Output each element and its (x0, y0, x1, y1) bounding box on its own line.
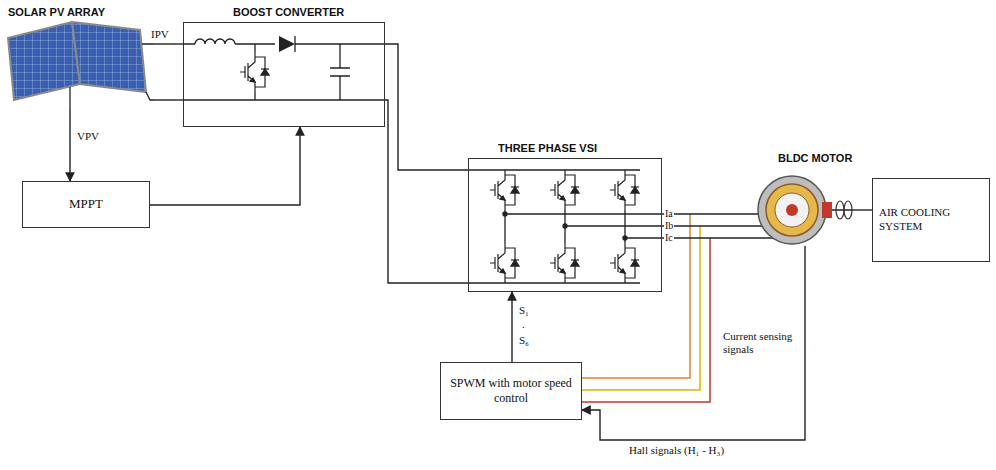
heading-label: BLDC MOTOR (752, 150, 852, 168)
pv-array: SOLAR PV ARRAY (4, 4, 154, 109)
wire (662, 213, 752, 214)
controller-box: MPPT (22, 181, 150, 228)
block-outline (468, 158, 662, 292)
heading-label: THREE PHASE VSI (468, 140, 662, 158)
diode-symbol (279, 36, 295, 52)
signal-label: Ia (664, 208, 674, 219)
switch-label: . (521, 318, 526, 331)
wire (852, 209, 872, 210)
solar-panel (8, 22, 154, 109)
controller-box: SPWM with motor speed control (440, 362, 582, 420)
converter-box: BOOST CONVERTER (183, 4, 385, 127)
signal-label: Ic (664, 232, 674, 243)
signal-label: Ib (664, 220, 674, 231)
signal-label: IPV (150, 28, 170, 41)
bldc-motor-symbol (752, 176, 852, 244)
wire (662, 225, 752, 226)
inverter-bridge (468, 170, 662, 283)
wire (154, 43, 183, 44)
wire (385, 44, 468, 170)
heading-label: BOOST CONVERTER (183, 4, 385, 22)
signal-arrow (69, 109, 70, 181)
current-sense-wires (582, 214, 710, 402)
wire (385, 100, 468, 283)
switch-label: S₆ (518, 334, 530, 347)
load-box: AIR COOLING SYSTEM (872, 178, 990, 262)
signal-arrow (150, 127, 300, 205)
inverter-box: THREE PHASE VSI (468, 140, 662, 292)
wire (662, 237, 752, 238)
block-text: AIR COOLING SYSTEM (879, 206, 983, 234)
signal-arrow (511, 292, 512, 362)
signal-label: Hall signals (H₁ - H₃) (628, 444, 725, 457)
switch-label: S₁ (518, 304, 530, 317)
heading-label: SOLAR PV ARRAY (4, 4, 154, 22)
boost-circuit (183, 36, 385, 100)
signal-arrow (582, 246, 805, 440)
motor: BLDC MOTOR (752, 150, 852, 246)
block-text: SPWM with motor speed control (447, 376, 575, 406)
signal-label: VPV (76, 130, 100, 143)
block-outline (183, 22, 385, 127)
wire (154, 99, 183, 100)
signal-label: Current sensing signals (722, 330, 796, 356)
block-text: MPPT (69, 196, 103, 212)
